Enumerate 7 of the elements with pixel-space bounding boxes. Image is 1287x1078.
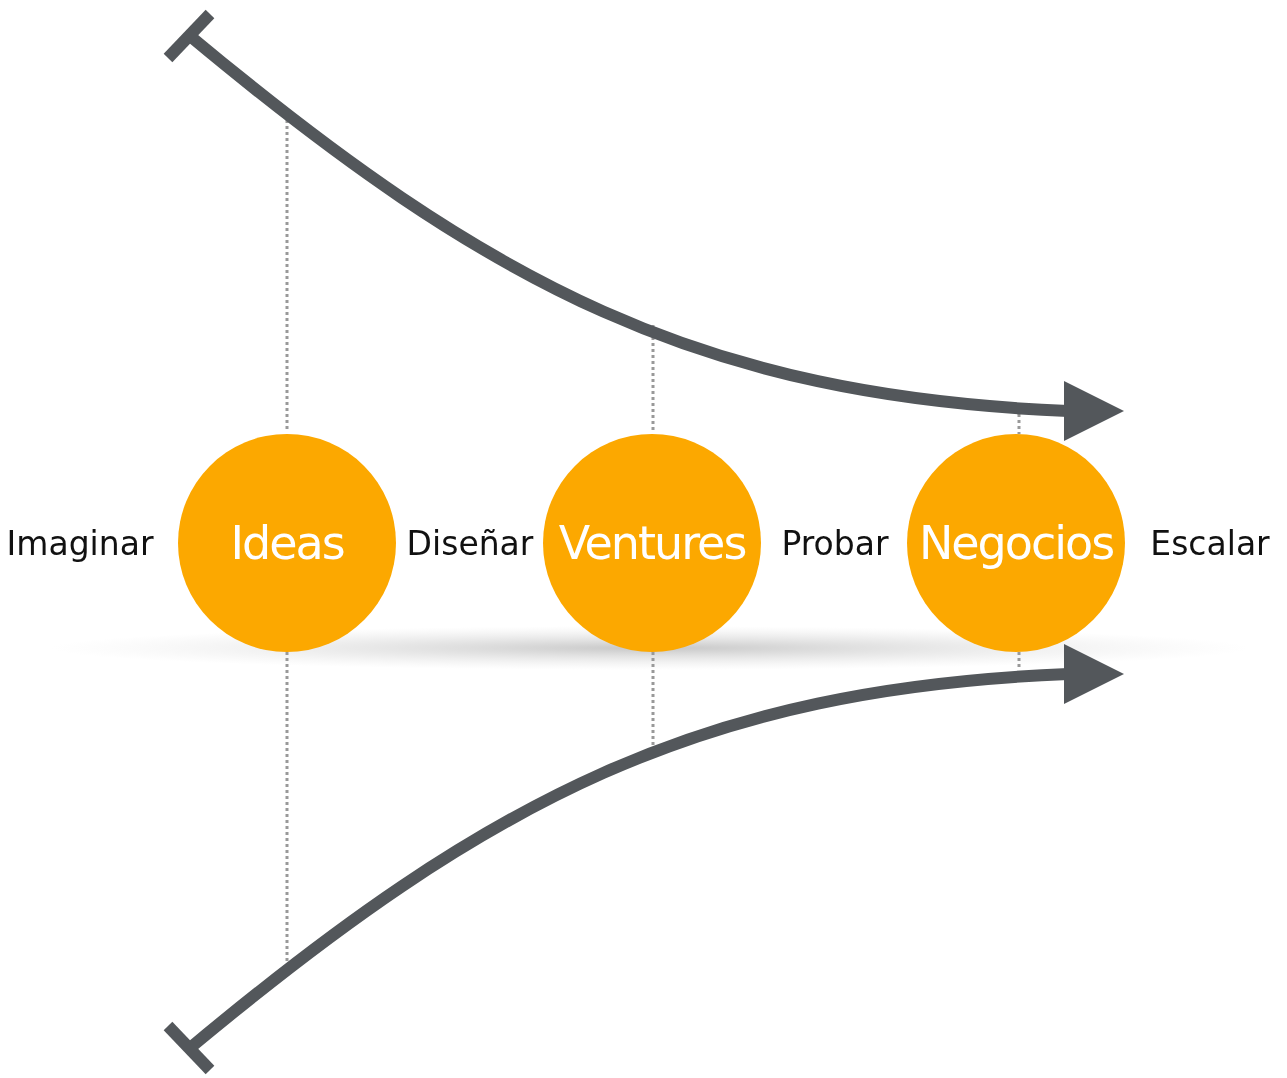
stage-name: Ideas — [230, 516, 344, 570]
step-label: Escalar — [1150, 523, 1270, 563]
stage-name: Ventures — [558, 516, 746, 570]
step-label: Probar — [781, 523, 889, 563]
step-label: Diseñar — [406, 523, 534, 563]
stage-name: Negocios — [918, 516, 1114, 570]
step-label: Imaginar — [6, 523, 154, 563]
